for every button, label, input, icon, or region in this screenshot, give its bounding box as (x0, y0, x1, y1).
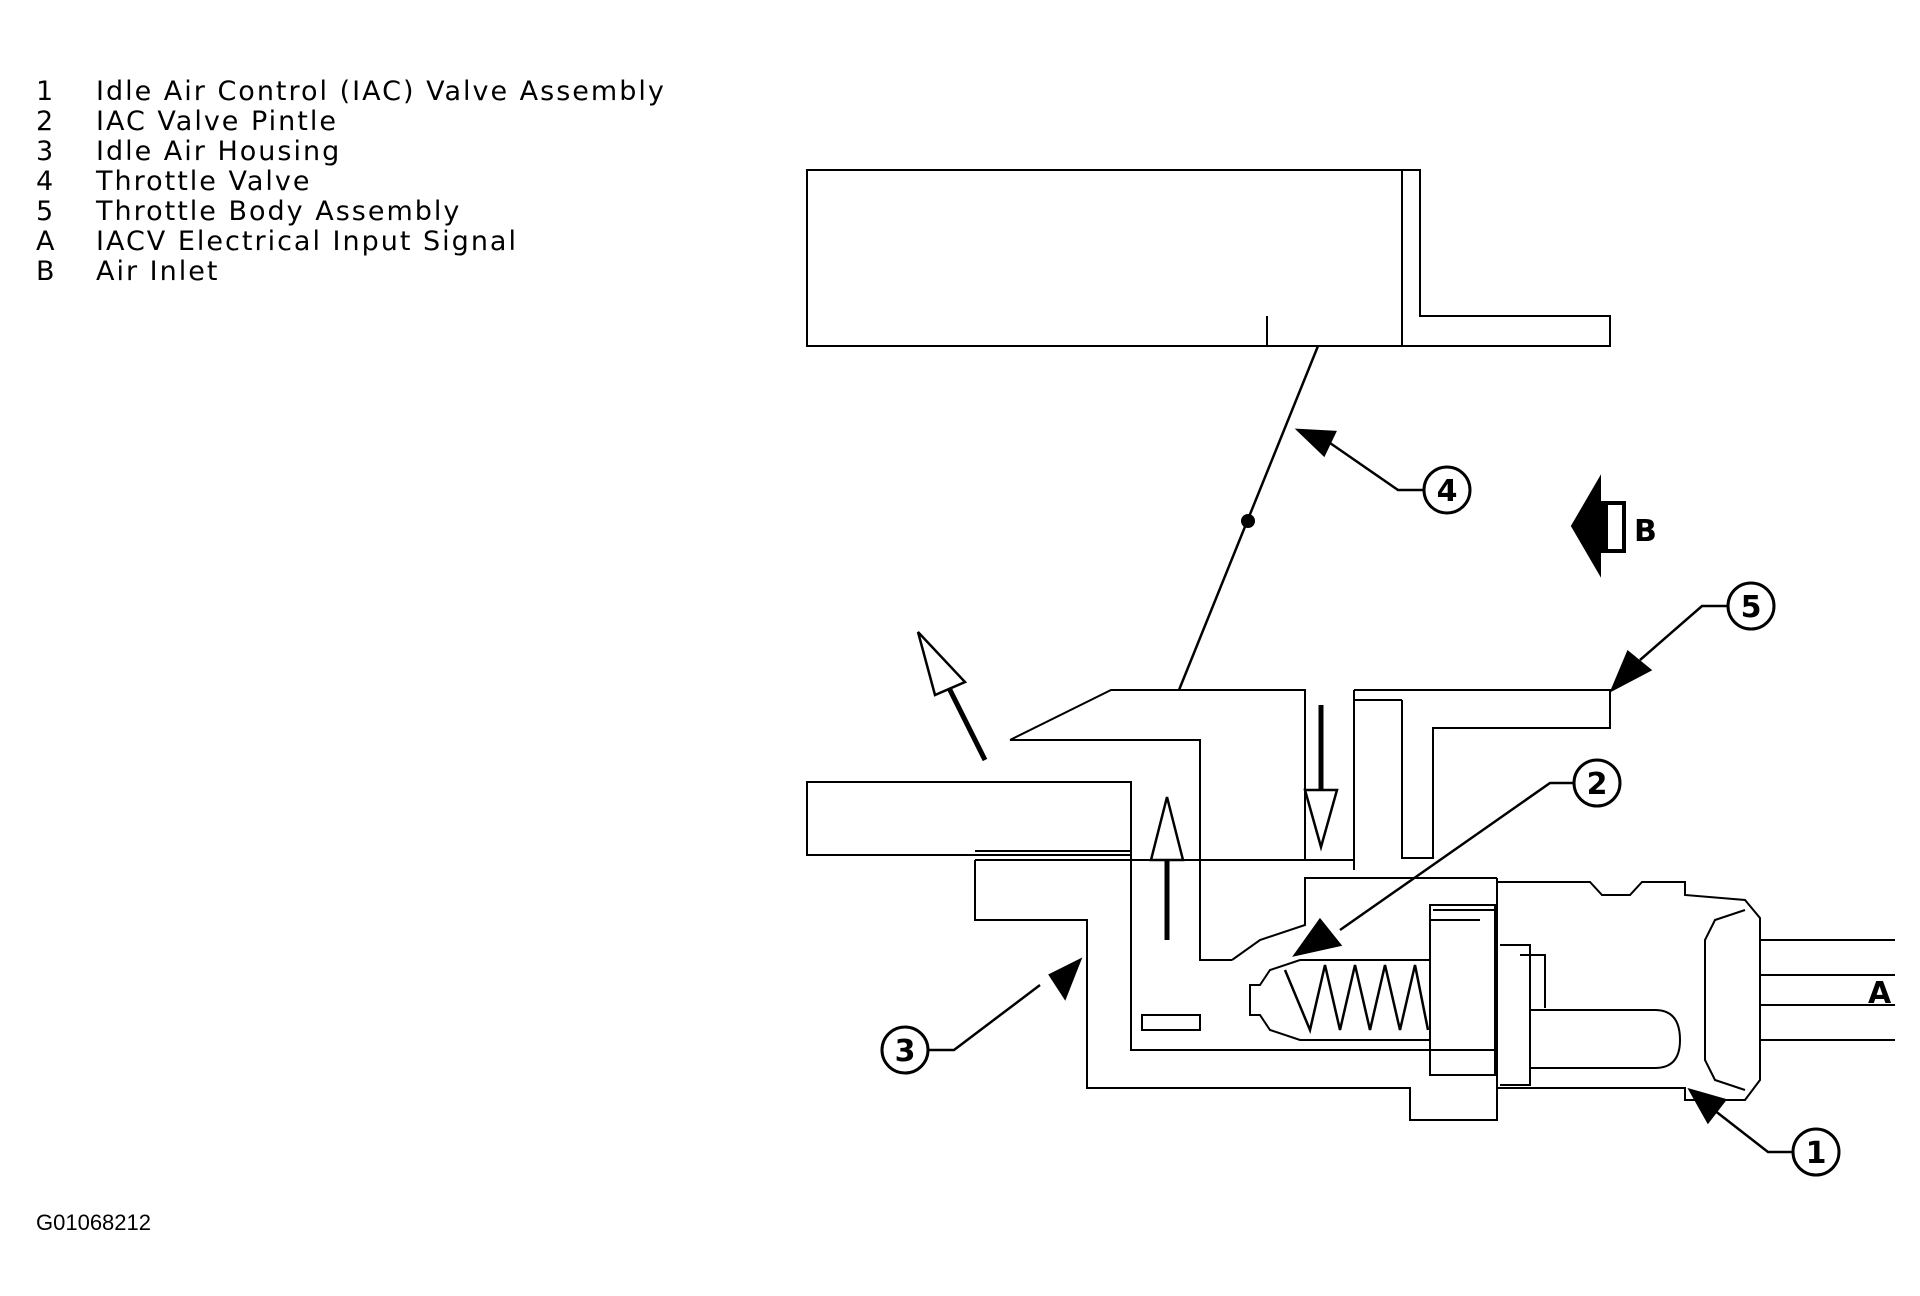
label-a: A (1868, 976, 1892, 1011)
callout-4: 4 (1422, 465, 1472, 515)
airflow-arrow-down (1303, 705, 1339, 852)
legend-text: IACV Electrical Input Signal (96, 225, 518, 257)
iac-valve-body (1429, 881, 1761, 1101)
callout-1: 1 (1791, 1127, 1841, 1177)
legend-key: 5 (36, 195, 56, 227)
airflow-arrow-exit (916, 631, 988, 762)
callout-3-number: 3 (895, 1034, 916, 1069)
throttle-body-lower-right (1353, 689, 1611, 870)
airflow-arrow-up (1149, 796, 1185, 940)
callout-5-number: 5 (1741, 590, 1762, 625)
callout-2: 2 (1572, 758, 1622, 808)
legend-key: 1 (36, 75, 56, 107)
legend-text: Throttle Valve (96, 165, 312, 197)
legend-key: 3 (36, 135, 56, 167)
legend-key: 4 (36, 165, 56, 197)
legend-text: IAC Valve Pintle (96, 105, 338, 137)
figure-id: G01068212 (36, 1210, 151, 1235)
callout-3: 3 (880, 1025, 930, 1075)
throttle-body-upper (806, 169, 1611, 347)
legend-key: A (36, 225, 57, 257)
callout-5: 5 (1726, 581, 1776, 631)
callout-leaders (928, 428, 1793, 1154)
legend-item: 2 IAC Valve Pintle (36, 105, 666, 137)
legend-item: 1 Idle Air Control (IAC) Valve Assembly (36, 75, 666, 107)
callout-1-number: 1 (1806, 1136, 1827, 1171)
legend: 1 Idle Air Control (IAC) Valve Assembly … (36, 75, 666, 287)
legend-item: B Air Inlet (36, 255, 666, 287)
legend-text: Idle Air Housing (96, 135, 342, 167)
legend-text: Air Inlet (96, 255, 220, 287)
legend-key: 2 (36, 105, 56, 137)
callout-4-number: 4 (1437, 474, 1458, 509)
legend-key: B (36, 255, 57, 287)
legend-item: A IACV Electrical Input Signal (36, 225, 666, 257)
legend-item: 4 Throttle Valve (36, 165, 666, 197)
air-inlet-arrow (1570, 474, 1626, 578)
legend-text: Idle Air Control (IAC) Valve Assembly (96, 75, 666, 107)
legend-text: Throttle Body Assembly (96, 195, 462, 227)
electrical-connector (1760, 939, 1895, 1041)
iac-valve-pintle (1249, 959, 1431, 1041)
callout-2-number: 2 (1587, 767, 1608, 802)
throttle-valve (1177, 345, 1320, 691)
label-b: B (1634, 514, 1657, 549)
legend-item: 5 Throttle Body Assembly (36, 195, 666, 227)
legend-item: 3 Idle Air Housing (36, 135, 666, 167)
